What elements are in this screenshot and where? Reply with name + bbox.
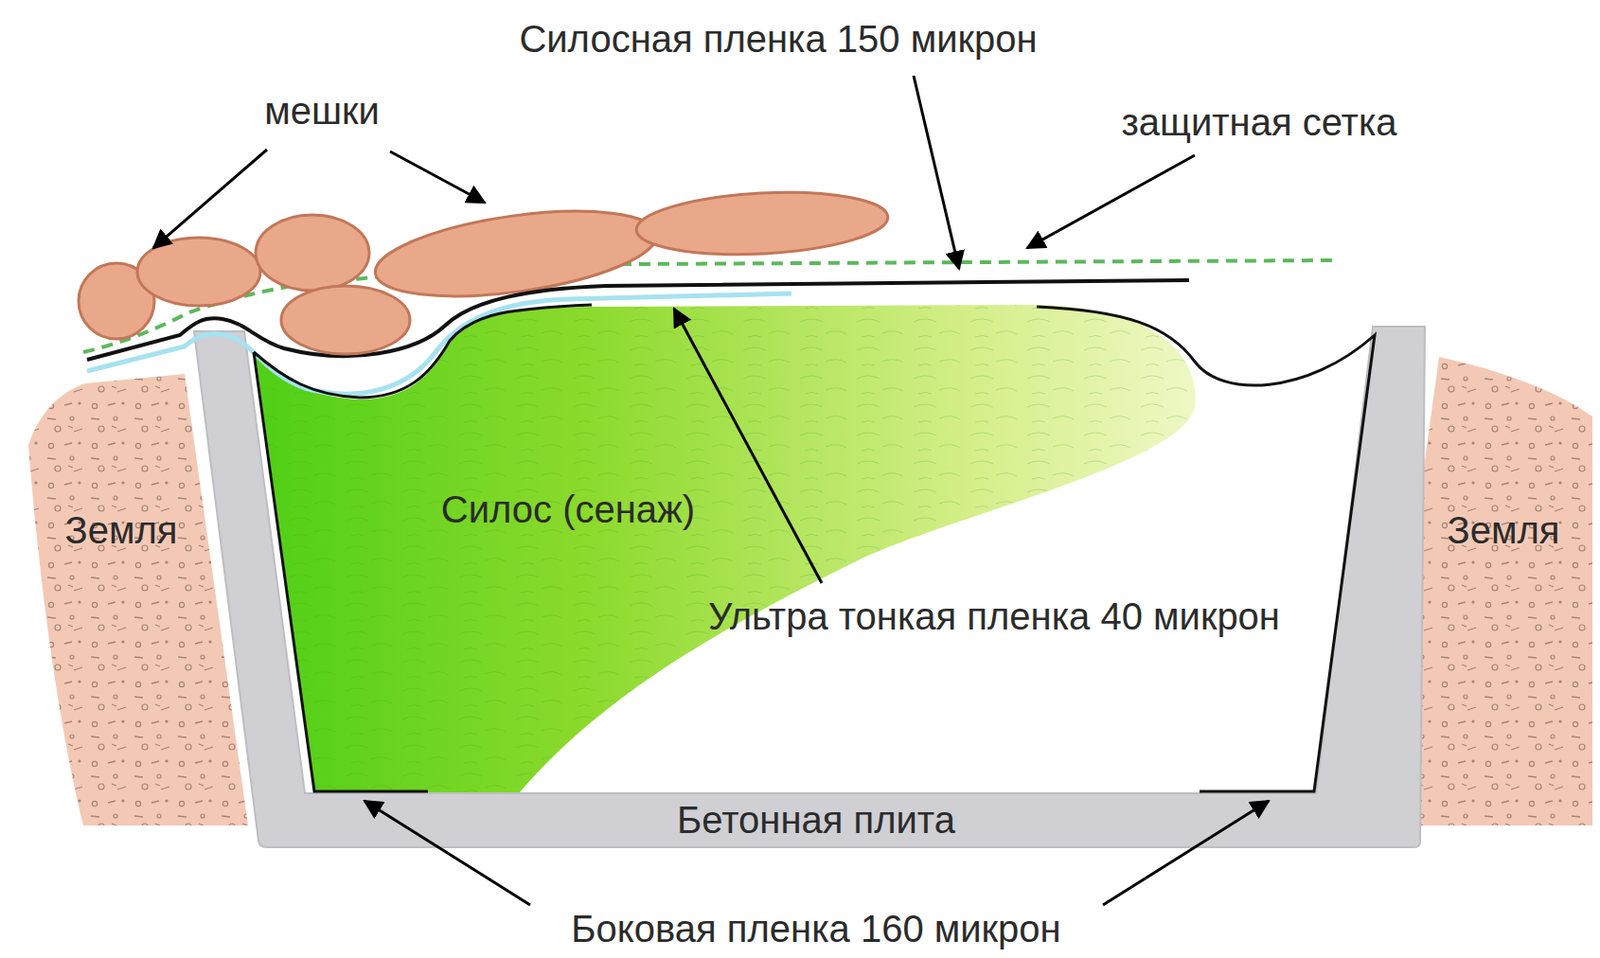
film-label: Силосная пленка 150 микрон	[518, 17, 1037, 61]
film-label: Ультра тонкая пленка 40 микрон	[708, 594, 1280, 639]
silage-mass-shape	[255, 304, 1196, 794]
bag	[255, 214, 370, 291]
node-text: Земля	[1447, 508, 1561, 552]
node-text: Бетонная плита	[676, 798, 956, 842]
film-label: Боковая пленка 160 микрон	[570, 906, 1061, 951]
node-text: Земля	[65, 508, 178, 552]
bags-label: мешки	[264, 88, 380, 133]
node-text: Силос (сенаж)	[441, 487, 695, 532]
leader-line	[913, 75, 960, 269]
leader-line	[1027, 155, 1195, 249]
silage-mass-shape	[255, 304, 1196, 794]
leader-lines	[153, 75, 1269, 906]
bag	[635, 186, 890, 261]
silage-mass: Силос (сенаж)	[246, 293, 1208, 800]
bag	[281, 285, 410, 355]
concrete-slab-shape	[194, 326, 1425, 848]
concrete-slab: Бетонная плита	[189, 321, 1432, 853]
net-label: защитная сетка	[1120, 100, 1397, 144]
silage-mass-outline	[246, 293, 1208, 800]
leader-line	[153, 149, 267, 249]
concrete-slab-outline	[189, 321, 1432, 853]
leader-line	[390, 151, 485, 203]
